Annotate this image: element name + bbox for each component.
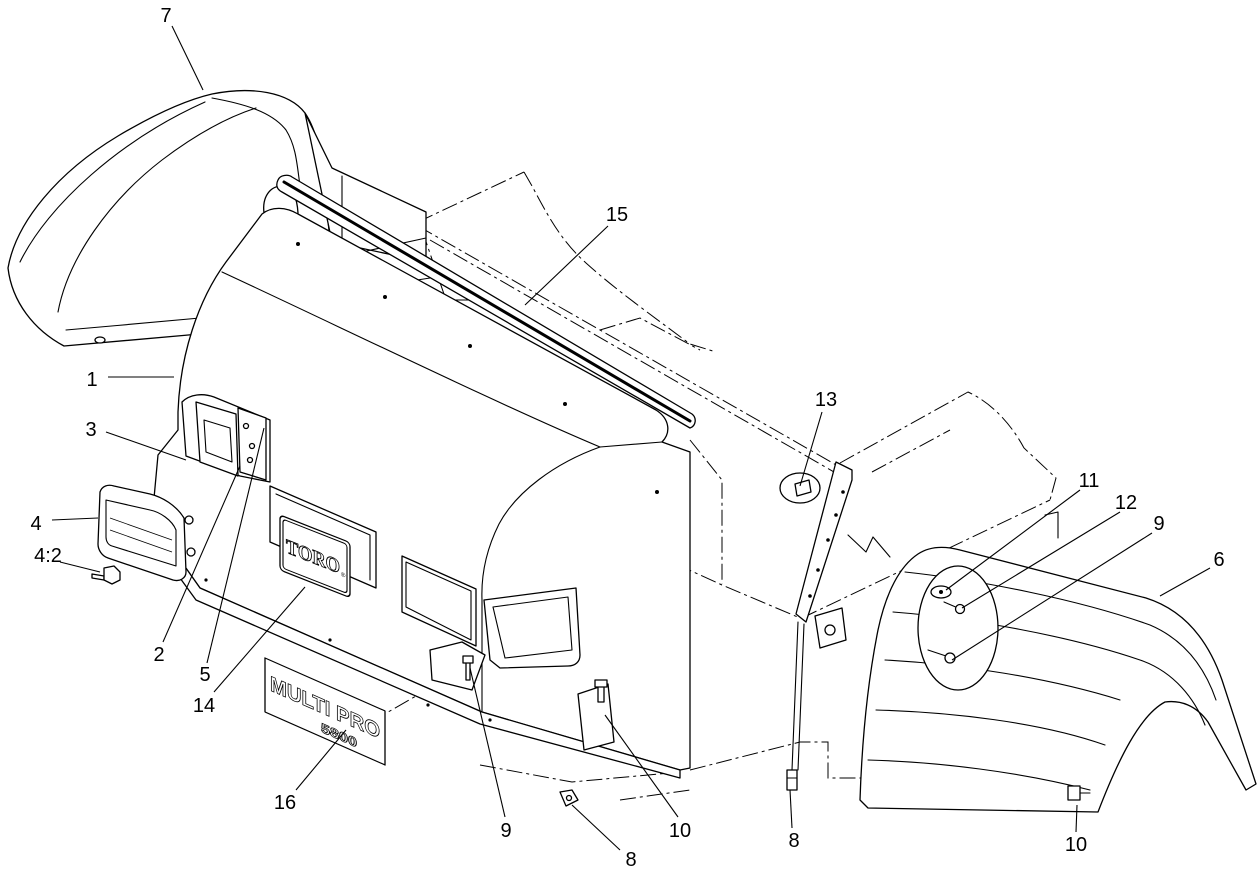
callout-8-right: 8: [788, 830, 799, 852]
hood-side-vent: [483, 587, 581, 669]
leader-line-15: [524, 225, 609, 306]
part-11-washer: [930, 585, 952, 599]
leader-line-11: [945, 489, 1081, 591]
grille-opening-right: [401, 555, 477, 647]
callout-9-bottom: 9: [500, 820, 511, 842]
part-10-bolt-center: [577, 679, 615, 751]
part-13-grommet: [779, 472, 821, 504]
leader-line-13: [799, 411, 823, 487]
leader-lines: [51, 25, 1211, 851]
part-10-bolt-right: [1067, 785, 1091, 801]
callout-4: 4: [30, 513, 41, 535]
callout-10-center: 10: [669, 820, 691, 842]
leader-line-4: [51, 517, 99, 521]
leader-line-2: [162, 465, 241, 643]
leader-line-4-2: [59, 561, 101, 573]
part-4-2-bolt: [91, 565, 121, 585]
leader-line-7: [171, 25, 204, 91]
callout-11: 11: [1079, 470, 1100, 492]
callout-15: 15: [606, 204, 628, 226]
part-4-headlight: [97, 484, 196, 582]
callout-8-center: 8: [625, 849, 636, 871]
badge-registered-mark: ®: [341, 571, 346, 580]
callout-1: 1: [86, 369, 97, 391]
leader-line-8-right: [789, 789, 793, 829]
leader-line-5: [206, 427, 265, 664]
leader-line-16: [295, 729, 347, 791]
part-5-mount-plate: [237, 407, 267, 481]
callout-9-fender: 9: [1153, 513, 1164, 535]
leader-line-9-bottom: [469, 667, 506, 818]
callout-16: 16: [274, 792, 296, 814]
break-line: [847, 534, 891, 558]
part-9-screw: [462, 655, 474, 681]
callout-10-right: 10: [1065, 834, 1087, 856]
callout-7: 7: [160, 5, 171, 27]
callout-12: 12: [1115, 492, 1137, 514]
lower-bracket: [429, 641, 486, 691]
leader-line-12: [961, 511, 1121, 609]
part-2-light-bracket: [195, 401, 239, 477]
frame-side-plate: [791, 461, 1059, 771]
leader-line-3: [105, 431, 187, 461]
leader-line-10-center: [604, 714, 679, 818]
leader-line-9-fender: [951, 532, 1153, 661]
callout-4-2: 4:2: [34, 545, 62, 567]
part-12-bolt: [943, 601, 966, 615]
callout-3: 3: [85, 419, 96, 441]
callout-5: 5: [199, 664, 210, 686]
leader-line-8-center: [571, 804, 621, 851]
part-9-bolt-fender: [927, 649, 956, 664]
callout-13: 13: [815, 389, 837, 411]
callout-6: 6: [1213, 549, 1224, 571]
leader-line-14: [213, 586, 306, 693]
fender-mount-pad: [917, 565, 999, 691]
leader-line-10-right: [1075, 804, 1078, 833]
part-6-fender: [859, 546, 1257, 813]
callout-2: 2: [153, 644, 164, 666]
part-8-clip-right: [786, 769, 798, 791]
toro-badge: TORO ®: [279, 515, 351, 597]
part-8-clip-center: [559, 789, 579, 807]
part-15-seal-strip: [276, 174, 696, 429]
callout-14: 14: [193, 695, 215, 717]
part-1-hood: [151, 185, 691, 771]
callouts: 7 15 1 13 3 11 12 9 6 4 4:2 2 5 14 16 9 …: [30, 5, 1224, 871]
leader-line-6: [1159, 567, 1211, 597]
